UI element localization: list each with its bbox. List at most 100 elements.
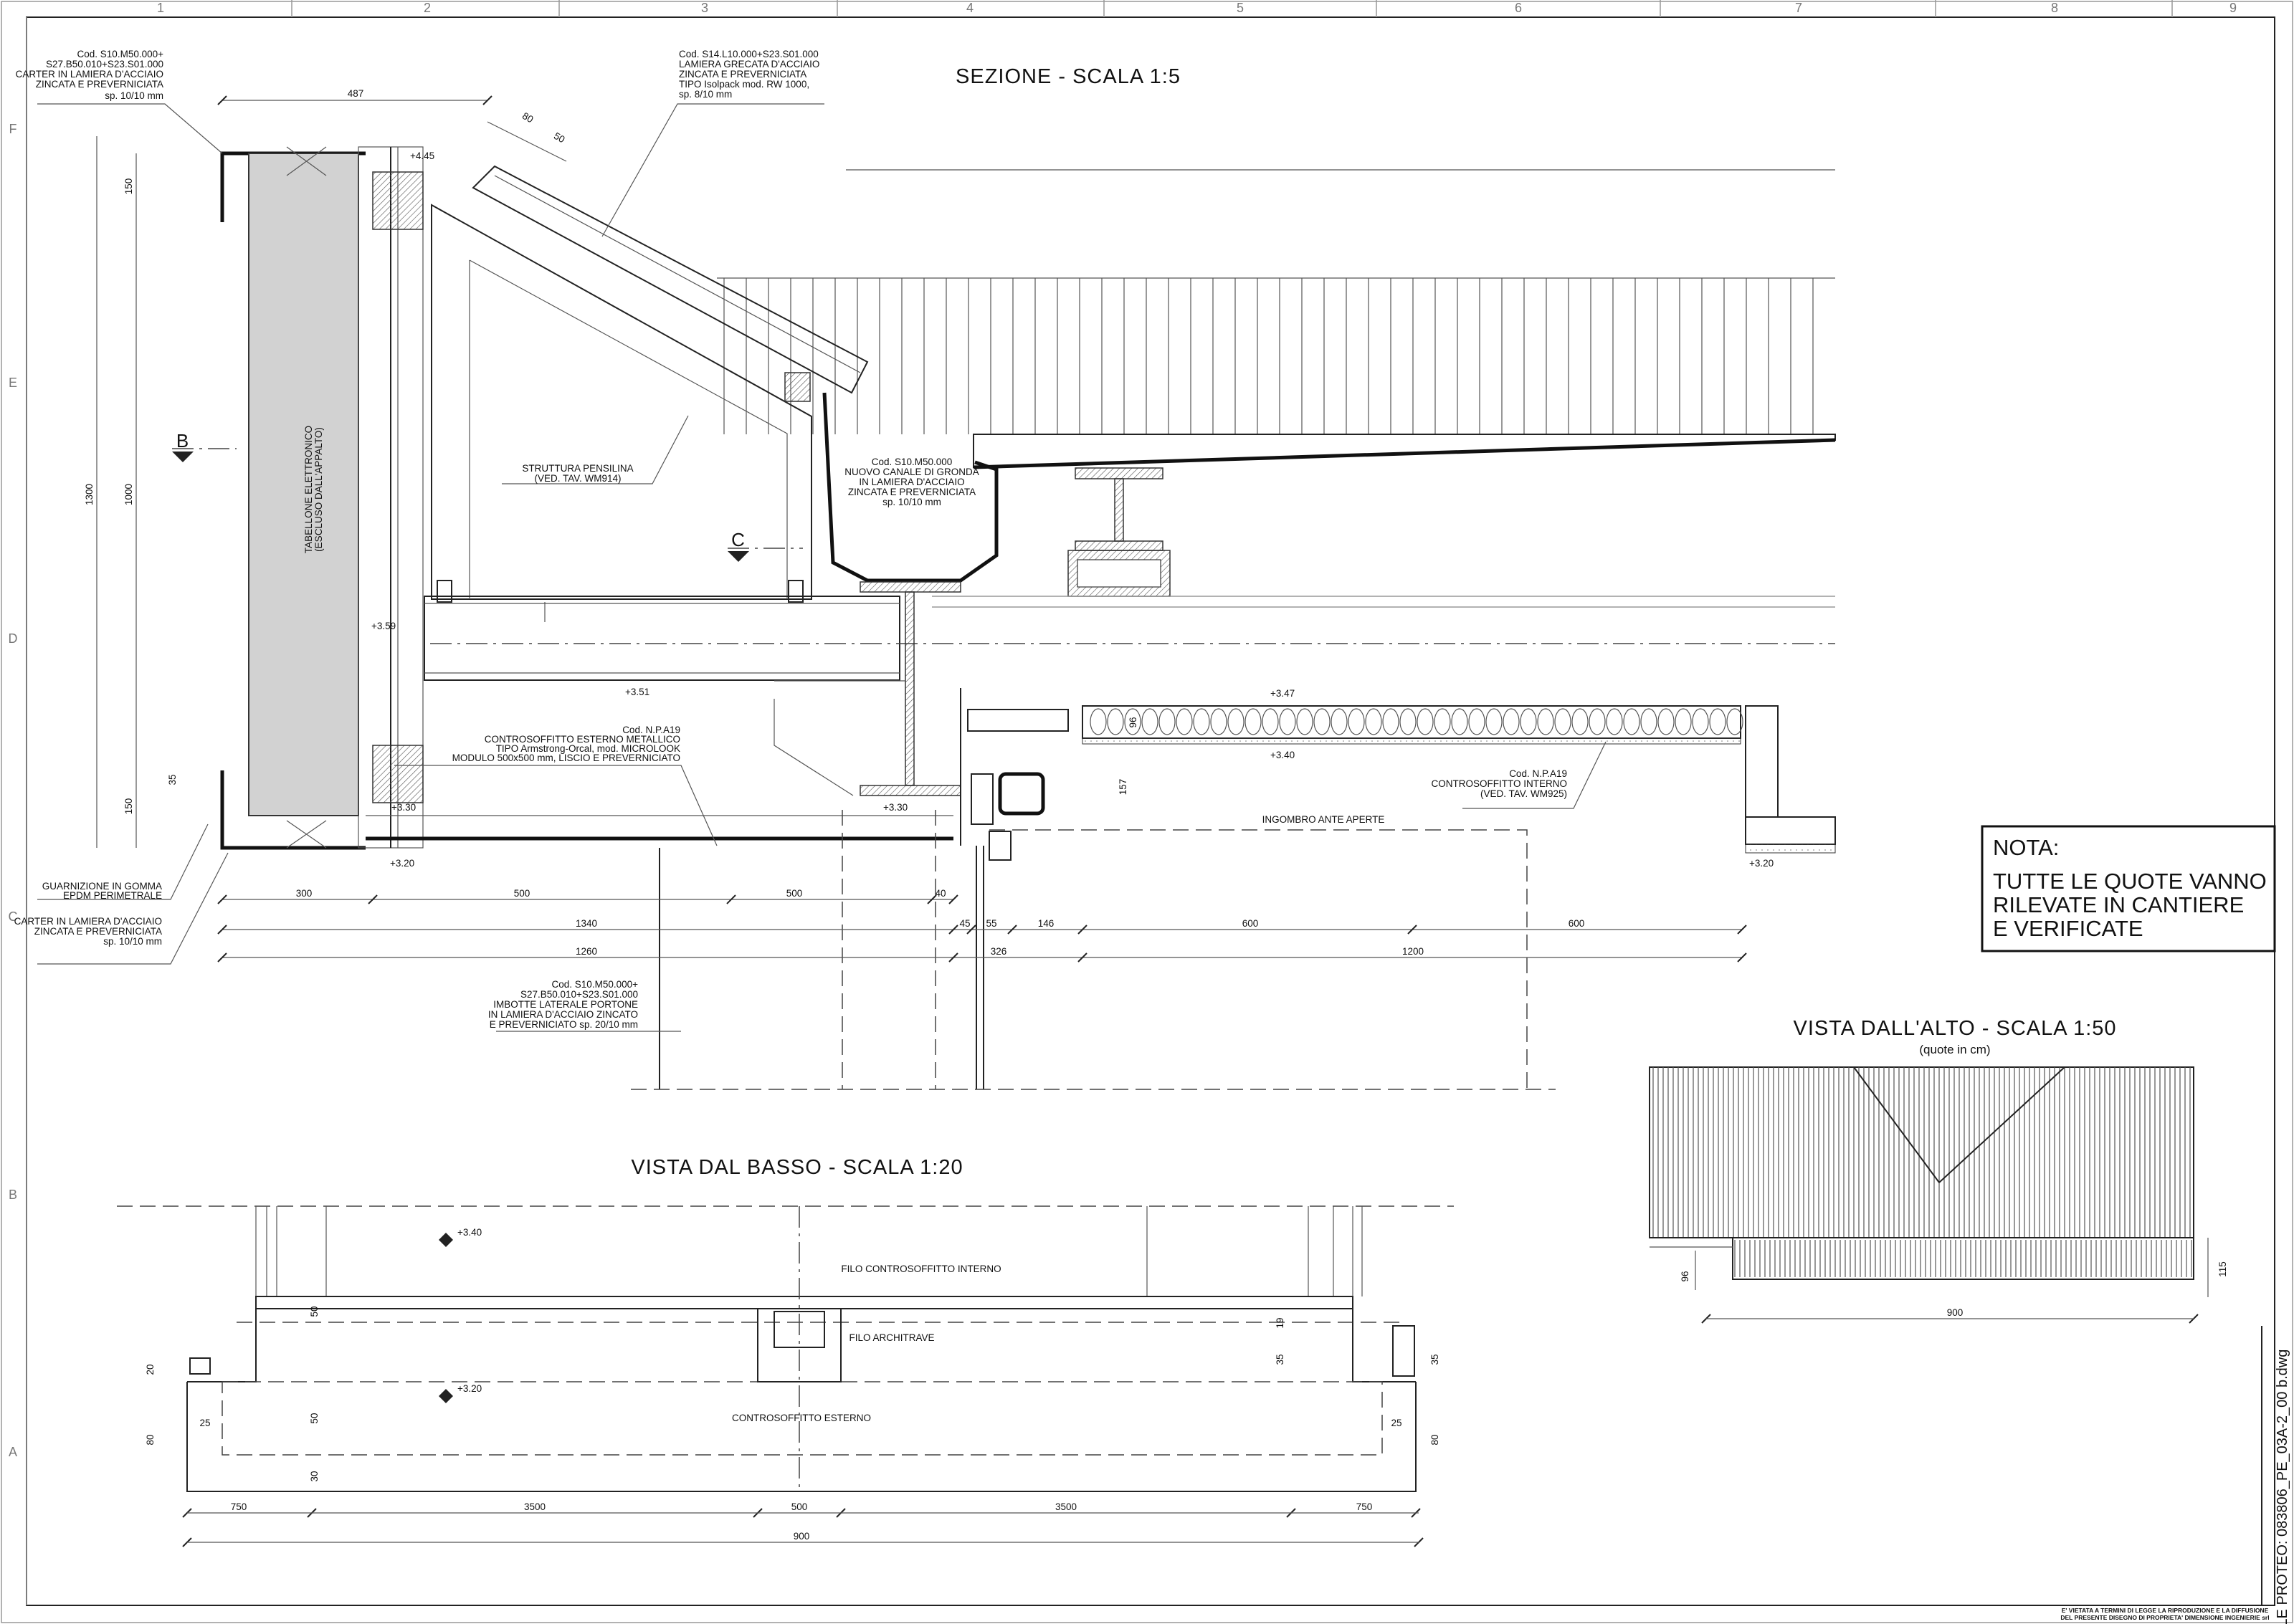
dimension-tick xyxy=(966,925,976,935)
insulation-loop xyxy=(1227,708,1244,735)
center-profile xyxy=(757,1308,842,1382)
insulation-pattern xyxy=(1090,708,1743,735)
svg-text:(VED. TAV. WM925): (VED. TAV. WM925) xyxy=(1480,788,1567,799)
svg-text:ZINCATA E PREVERNICIATA: ZINCATA E PREVERNICIATA xyxy=(848,487,976,497)
dimension-tick xyxy=(217,952,227,963)
svg-text:LAMIERA GRECATA D'ACCIAIO: LAMIERA GRECATA D'ACCIAIO xyxy=(679,59,819,70)
svg-text:ZINCATA E PREVERNICIATA: ZINCATA E PREVERNICIATA xyxy=(679,69,806,80)
section-drawing: B C xyxy=(172,146,1836,1090)
section-marker-c: C xyxy=(728,529,803,562)
svg-text:(VED. TAV. WM914): (VED. TAV. WM914) xyxy=(534,473,621,484)
svg-text:STRUTTURA PENSILINA: STRUTTURA PENSILINA xyxy=(522,463,633,474)
grid-column-labels: 1 2 3 4 5 6 7 8 9 xyxy=(157,1,2237,15)
section-dimension-lines xyxy=(96,95,2199,1547)
insulation-loop xyxy=(1640,708,1657,735)
svg-text:sp. 10/10 mm: sp. 10/10 mm xyxy=(882,497,941,507)
dimension-tick xyxy=(1737,952,1747,963)
grid-row-label: D xyxy=(9,631,18,646)
elevation-label: +4.45 xyxy=(410,151,434,161)
note-carter-bottom: CARTER IN LAMIERA D'ACCIAIO ZINCATA E PR… xyxy=(14,916,162,947)
grid-col-label: 8 xyxy=(2051,1,2058,15)
insulation-loop xyxy=(1434,708,1451,735)
svg-text:+3.20: +3.20 xyxy=(457,1383,482,1394)
svg-text:35: 35 xyxy=(1275,1354,1285,1365)
grid-col-label: 7 xyxy=(1795,1,1802,15)
svg-text:750: 750 xyxy=(1356,1501,1373,1512)
svg-text:FILO CONTROSOFFITTO INTERNO: FILO CONTROSOFFITTO INTERNO xyxy=(841,1264,1001,1274)
column-section-top xyxy=(372,171,424,230)
door-swing-envelope xyxy=(989,829,1528,1089)
dimension-tick xyxy=(368,894,378,904)
insulation-loop xyxy=(1090,708,1107,735)
grid-row-label: B xyxy=(9,1188,17,1202)
elevation-label: +3.40 xyxy=(1270,750,1295,760)
svg-text:S27.B50.010+S23.S01.000: S27.B50.010+S23.S01.000 xyxy=(520,989,638,1000)
dimension-tick xyxy=(217,925,227,935)
svg-text:157: 157 xyxy=(1118,779,1128,796)
svg-text:EPDM PERIMETRALE: EPDM PERIMETRALE xyxy=(63,890,162,901)
svg-text:Cod. N.P.A19: Cod. N.P.A19 xyxy=(1509,768,1567,779)
svg-text:1260: 1260 xyxy=(576,946,597,957)
svg-text:150: 150 xyxy=(123,798,134,815)
svg-text:RILEVATE IN CANTIERE: RILEVATE IN CANTIERE xyxy=(1993,892,2244,917)
svg-text:115: 115 xyxy=(2217,1261,2228,1277)
insulation-loop xyxy=(1296,708,1313,735)
svg-text:IMBOTTE LATERALE PORTONE: IMBOTTE LATERALE PORTONE xyxy=(493,999,638,1010)
svg-text:326: 326 xyxy=(991,946,1007,957)
grid-col-label: 6 xyxy=(1515,1,1522,15)
svg-text:ZINCATA E PREVERNICIATA: ZINCATA E PREVERNICIATA xyxy=(36,79,163,90)
svg-text:19: 19 xyxy=(1275,1317,1285,1328)
section-title: SEZIONE - SCALA 1:5 xyxy=(956,65,1181,88)
svg-text:55: 55 xyxy=(986,918,996,929)
svg-text:ZINCATA E PREVERNICIATA: ZINCATA E PREVERNICIATA xyxy=(34,926,162,937)
canopy-beam xyxy=(424,596,900,681)
elevation-label: +3.51 xyxy=(625,687,649,697)
grid-col-label: 4 xyxy=(966,1,974,15)
dimension-tick xyxy=(948,894,958,904)
grid-row-labels: F E D C B A xyxy=(9,122,18,1459)
svg-text:NUOVO CANALE DI GRONDA: NUOVO CANALE DI GRONDA xyxy=(844,467,979,477)
insulation-loop xyxy=(1262,708,1279,735)
svg-text:500: 500 xyxy=(514,888,530,899)
svg-text:TABELLONE ELETTRONICO: TABELLONE ELETTRONICO xyxy=(303,426,314,553)
insulation-loop xyxy=(1657,708,1675,735)
insulation-loop xyxy=(1365,708,1382,735)
svg-text:IN LAMIERA D'ACCIAIO: IN LAMIERA D'ACCIAIO xyxy=(859,477,964,487)
top-view-title: VISTA DALL'ALTO - SCALA 1:50 xyxy=(1793,1017,2116,1040)
svg-text:150: 150 xyxy=(123,178,134,195)
top-view-corrugation xyxy=(1652,1067,2192,1277)
bottom-view-dimensions: 750 3500 500 3500 750 900 20 80 50 50 30… xyxy=(145,1306,1440,1542)
svg-text:Cod. S10.M50.000+: Cod. S10.M50.000+ xyxy=(77,49,164,59)
svg-text:E PREVERNICIATO sp. 20/10 mm: E PREVERNICIATO sp. 20/10 mm xyxy=(490,1019,638,1030)
elevation-marks: +4.45 +3.59 +3.51 +3.47 +3.40 +3.30 +3.3… xyxy=(371,151,1774,869)
insulation-loop xyxy=(1451,708,1468,735)
svg-text:TUTTE LE QUOTE VANNO: TUTTE LE QUOTE VANNO xyxy=(1993,869,2267,894)
svg-text:300: 300 xyxy=(296,888,313,899)
svg-text:Cod. S10.M50.000+: Cod. S10.M50.000+ xyxy=(552,979,639,990)
svg-text:96: 96 xyxy=(1680,1271,1690,1281)
electronic-display-panel xyxy=(248,153,359,816)
svg-text:1300: 1300 xyxy=(84,484,95,505)
elevation-label: +3.59 xyxy=(371,621,396,631)
insulation-loop xyxy=(1485,708,1503,735)
svg-text:900: 900 xyxy=(794,1531,810,1542)
dimension-tick xyxy=(1407,925,1417,935)
tee-beam xyxy=(860,581,961,593)
svg-text:CONTROSOFFITTO ESTERNO METALLI: CONTROSOFFITTO ESTERNO METALLICO xyxy=(485,734,680,745)
insulation-loop xyxy=(1193,708,1210,735)
svg-text:25: 25 xyxy=(199,1418,210,1428)
disclaimer: DEL PRESENTE DISEGNO DI PROPRIETA' DIMEN… xyxy=(2060,1614,2269,1621)
insulation-loop xyxy=(1210,708,1227,735)
insulation-loop xyxy=(1331,708,1348,735)
svg-text:40: 40 xyxy=(935,888,946,899)
insulation-loop xyxy=(1675,708,1692,735)
svg-text:146: 146 xyxy=(1038,918,1055,929)
svg-text:sp. 10/10 mm: sp. 10/10 mm xyxy=(105,90,163,101)
dimension-tick xyxy=(1077,925,1087,935)
dimension-tick xyxy=(948,925,958,935)
insulation-loop xyxy=(1571,708,1589,735)
insulation-loop xyxy=(1537,708,1554,735)
svg-text:1200: 1200 xyxy=(1402,946,1424,957)
svg-text:S27.B50.010+S23.S01.000: S27.B50.010+S23.S01.000 xyxy=(46,59,163,70)
